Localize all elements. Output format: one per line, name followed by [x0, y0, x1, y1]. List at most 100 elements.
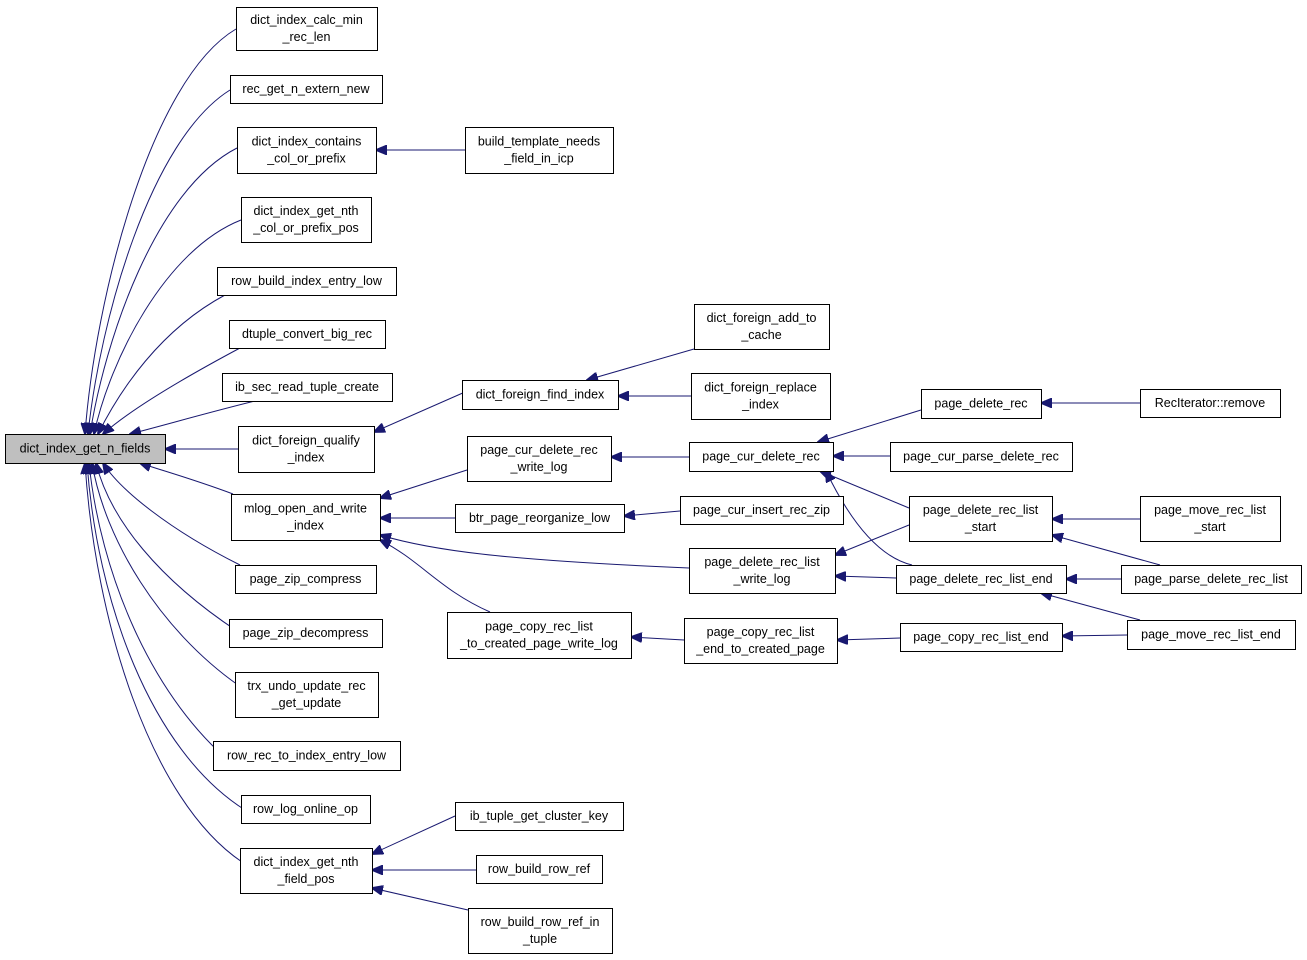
node-box	[455, 802, 624, 831]
call-edge-page-delete-rec-list-start-to-page-delete-rec-list-write-log	[835, 524, 910, 555]
node-box	[230, 75, 383, 104]
node-label: page_cur_insert_rec_zip	[693, 503, 830, 517]
node-box	[1127, 620, 1296, 650]
node-box	[217, 267, 397, 296]
function-node-row-build-index-entry-low[interactable]: row_build_index_entry_low	[217, 267, 397, 296]
function-node-dict-index-calc-min-rec-len[interactable]: dict_index_calc_min_rec_len	[236, 7, 378, 51]
node-box	[462, 380, 619, 410]
node-label: page_copy_rec_list	[707, 625, 815, 639]
function-node-page-delete-rec-list-end[interactable]: page_delete_rec_list_end	[896, 565, 1067, 594]
node-label: dict_foreign_replace	[704, 381, 817, 395]
node-box	[689, 548, 836, 594]
node-label: page_move_rec_list	[1154, 503, 1266, 517]
function-node-page-delete-rec-list-write-log[interactable]: page_delete_rec_list_write_log	[689, 548, 836, 594]
node-box	[900, 623, 1063, 652]
function-node-build-template-needs-field-in-icp[interactable]: build_template_needs_field_in_icp	[465, 127, 614, 174]
node-label: _to_created_page_write_log	[459, 637, 618, 651]
node-box	[447, 612, 632, 659]
function-node-dict-foreign-find-index[interactable]: dict_foreign_find_index	[462, 380, 619, 410]
node-label: row_rec_to_index_entry_low	[227, 749, 387, 763]
function-node-page-cur-delete-rec-write-log[interactable]: page_cur_delete_rec_write_log	[467, 436, 612, 482]
node-box	[684, 618, 838, 664]
function-node-page-delete-rec[interactable]: page_delete_rec	[921, 389, 1042, 419]
node-box	[921, 389, 1042, 419]
function-node-dict-foreign-replace-index[interactable]: dict_foreign_replace_index	[691, 373, 831, 420]
function-node-page-copy-rec-list-end-to-created-page[interactable]: page_copy_rec_list _end_to_created_page	[684, 618, 838, 664]
function-node-dict-index-contains-col-or-prefix[interactable]: dict_index_contains_col_or_prefix	[237, 127, 377, 174]
node-box	[896, 565, 1067, 594]
node-label: page_zip_decompress	[243, 626, 369, 640]
function-node-page-zip-compress[interactable]: page_zip_compress	[235, 565, 377, 594]
function-node-page-cur-parse-delete-rec[interactable]: page_cur_parse_delete_rec	[890, 442, 1073, 472]
function-node-ib-sec-read-tuple-create[interactable]: ib_sec_read_tuple_create	[222, 373, 393, 402]
node-label: build_template_needs	[478, 135, 600, 149]
node-label: trx_undo_update_rec	[247, 679, 365, 693]
node-box	[465, 127, 614, 174]
function-node-ib-tuple-get-cluster-key[interactable]: ib_tuple_get_cluster_key	[455, 802, 624, 831]
call-edge-dtuple-convert-big-rec-to-dict-index-get-n-fields	[103, 347, 241, 434]
call-edge-dict-index-contains-col-or-prefix-to-dict-index-get-n-fields	[90, 147, 238, 434]
function-node-page-zip-decompress[interactable]: page_zip_decompress	[229, 619, 383, 648]
call-edge-trx-undo-update-rec-get-update-to-dict-index-get-n-fields	[92, 463, 239, 686]
node-box	[5, 434, 166, 464]
function-node-dtuple-convert-big-rec[interactable]: dtuple_convert_big_rec	[229, 320, 386, 349]
node-label: row_log_online_op	[253, 802, 358, 816]
function-node-dict-foreign-qualify-index[interactable]: dict_foreign_qualify_index	[238, 426, 375, 473]
function-node-dict-index-get-n-fields[interactable]: dict_index_get_n_fields	[5, 434, 166, 464]
node-box	[467, 436, 612, 482]
call-edge-page-move-rec-list-end-to-page-delete-rec-list-end	[1041, 593, 1141, 621]
function-node-page-move-rec-list-end[interactable]: page_move_rec_list_end	[1127, 620, 1296, 650]
node-label: _col_or_prefix	[266, 152, 346, 166]
node-box	[1140, 389, 1281, 418]
function-node-row-rec-to-index-entry-low[interactable]: row_rec_to_index_entry_low	[213, 741, 401, 771]
node-label: _rec_len	[282, 30, 331, 44]
node-label: page_cur_delete_rec	[480, 443, 597, 457]
node-label: page_cur_delete_rec	[702, 450, 819, 464]
node-box	[229, 619, 383, 648]
node-box	[909, 496, 1053, 542]
function-node-dict-index-get-nth-col-or-prefix-pos[interactable]: dict_index_get_nth_col_or_prefix_pos	[241, 197, 372, 243]
node-label: _index	[286, 519, 325, 533]
function-node-btr-page-reorganize-low[interactable]: btr_page_reorganize_low	[455, 504, 625, 533]
function-node-rec-get-n-extern-new[interactable]: rec_get_n_extern_new	[230, 75, 383, 104]
node-box	[680, 496, 844, 525]
function-node-row-build-row-ref-in-tuple[interactable]: row_build_row_ref_in_tuple	[468, 908, 613, 954]
node-label: page_parse_delete_rec_list	[1134, 572, 1288, 586]
call-edge-page-zip-compress-to-dict-index-get-n-fields	[103, 463, 241, 566]
call-edge-page-cur-insert-rec-zip-to-btr-page-reorganize-low	[624, 511, 681, 516]
node-box	[691, 373, 831, 420]
call-edge-page-delete-rec-list-end-to-page-cur-delete-rec	[826, 471, 913, 566]
function-node-row-build-row-ref[interactable]: row_build_row_ref	[476, 855, 603, 884]
node-label: dict_foreign_find_index	[476, 388, 605, 402]
function-node-trx-undo-update-rec-get-update[interactable]: trx_undo_update_rec _get_update	[235, 672, 379, 718]
call-edge-page-delete-rec-to-page-cur-delete-rec	[818, 409, 922, 442]
call-edge-ib-sec-read-tuple-create-to-dict-index-get-n-fields	[130, 400, 256, 434]
function-node-reciterator-remove[interactable]: RecIterator::remove	[1140, 389, 1281, 418]
call-edge-row-build-row-ref-in-tuple-to-dict-index-get-nth-field-pos	[372, 888, 469, 911]
node-label: page_delete_rec_list_end	[909, 572, 1052, 586]
function-node-row-log-online-op[interactable]: row_log_online_op	[241, 795, 371, 824]
function-node-mlog-open-and-write-index[interactable]: mlog_open_and_write_index	[231, 494, 381, 541]
call-edge-dict-index-calc-min-rec-len-to-dict-index-get-n-fields	[85, 28, 237, 434]
function-node-page-delete-rec-list-start[interactable]: page_delete_rec_list_start	[909, 496, 1053, 542]
call-edge-dict-index-get-nth-field-pos-to-dict-index-get-n-fields	[85, 463, 243, 863]
node-label: dict_index_get_n_fields	[20, 442, 151, 456]
node-label: dict_index_get_nth	[254, 204, 359, 218]
function-node-dict-foreign-add-to-cache[interactable]: dict_foreign_add_to_cache	[694, 304, 830, 350]
node-label: _end_to_created_page	[695, 642, 825, 656]
node-box	[1140, 496, 1281, 542]
function-node-dict-index-get-nth-field-pos[interactable]: dict_index_get_nth_field_pos	[240, 848, 373, 894]
node-box	[1121, 565, 1302, 594]
node-label: _get_update	[271, 696, 342, 710]
node-label: ib_tuple_get_cluster_key	[470, 809, 609, 823]
function-node-page-parse-delete-rec-list[interactable]: page_parse_delete_rec_list	[1121, 565, 1302, 594]
node-box	[231, 494, 381, 541]
function-node-page-copy-rec-list-end[interactable]: page_copy_rec_list_end	[900, 623, 1063, 652]
function-node-page-cur-delete-rec[interactable]: page_cur_delete_rec	[689, 442, 834, 472]
call-edge-page-copy-rec-list-to-created-page-write-log-to-mlog-open-and-write-index	[380, 540, 491, 613]
call-edge-ib-tuple-get-cluster-key-to-dict-index-get-nth-field-pos	[372, 815, 456, 854]
function-node-page-cur-insert-rec-zip[interactable]: page_cur_insert_rec_zip	[680, 496, 844, 525]
function-node-page-copy-rec-list-to-created-page-write-log[interactable]: page_copy_rec_list_to_created_page_write…	[447, 612, 632, 659]
function-node-page-move-rec-list-start[interactable]: page_move_rec_list_start	[1140, 496, 1281, 542]
